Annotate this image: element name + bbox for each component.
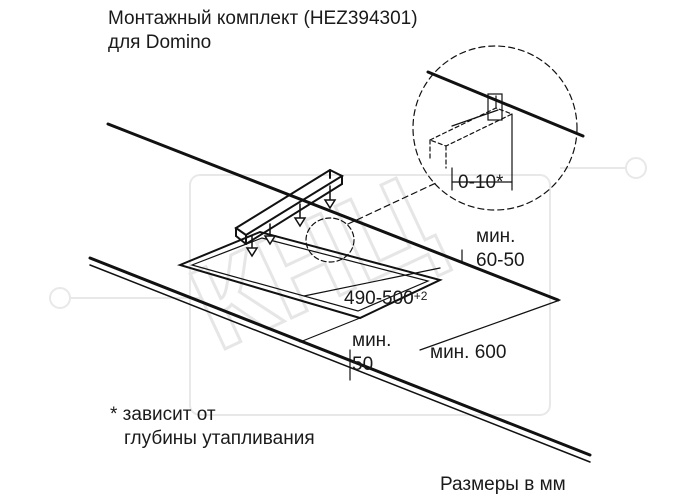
detail-marker-circle [305,217,355,263]
footnote-line-2: глубины утапливания [124,428,315,449]
countertop-front-edge [88,256,592,457]
title-line-2: для Domino [108,32,212,53]
title-line-1: Монтажный комплект (HEZ394301) [108,8,418,29]
depth-value-label: 60-50 [476,250,525,271]
cutout-outline [176,230,443,320]
front-min-text: мин. [430,342,470,363]
countertop-back-edge [106,122,560,302]
gap-value-label: 50 [352,354,374,375]
down-arrows [245,185,337,258]
cutout-width-label: 490-500+2 [344,288,427,310]
detail-magnified-circle [412,45,578,211]
detail-dimension-label: 0-10* [458,172,504,193]
front-min-label: мин. 600 [430,342,506,364]
units-note: Размеры в мм [440,474,566,495]
cutout-tolerance: +2 [413,289,428,303]
gap-min-label: мин. [352,330,392,351]
dim-line-front [419,299,561,351]
front-value-text: 600 [474,342,507,363]
depth-min-label: мин. [476,226,516,247]
dim-line-width [303,267,441,297]
cutout-width-value: 490-500 [344,288,414,309]
dim-line-gap [299,317,361,343]
footnote-line-1: * зависит от [110,404,216,425]
